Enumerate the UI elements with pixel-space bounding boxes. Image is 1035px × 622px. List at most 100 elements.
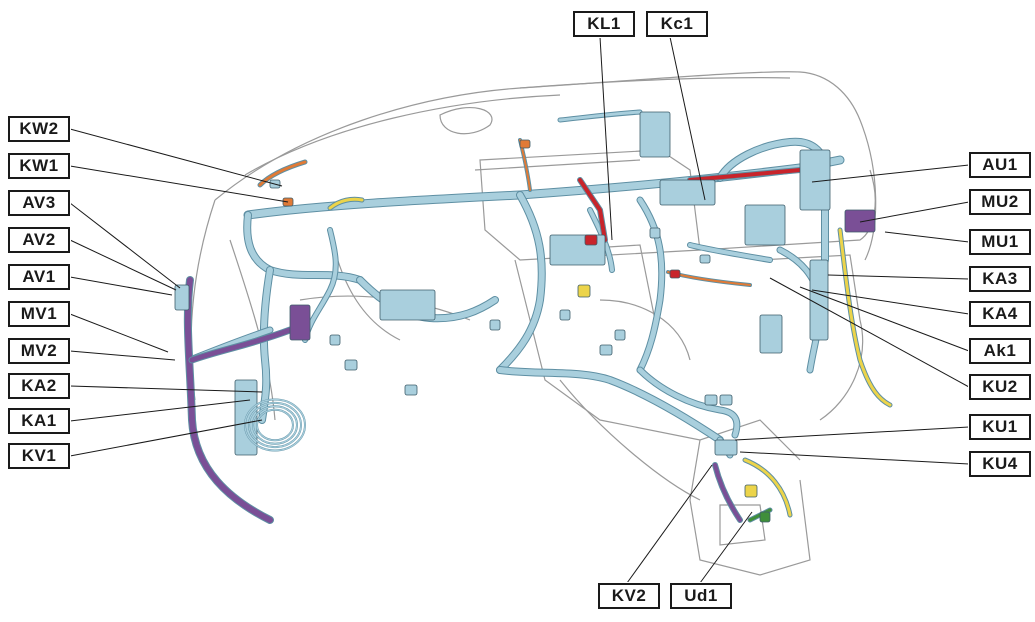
connector-label-au1: AU1 bbox=[968, 151, 1032, 179]
leader-line-kl1 bbox=[599, 36, 613, 241]
wire-19 bbox=[743, 458, 792, 517]
connector-label-ku1: KU1 bbox=[968, 413, 1032, 441]
wire-outline-3 bbox=[243, 211, 364, 284]
wire-23 bbox=[258, 160, 307, 187]
leader-line-ud1 bbox=[699, 511, 753, 584]
wire-harness bbox=[174, 109, 893, 524]
wire-21 bbox=[578, 178, 607, 242]
connector-block-24 bbox=[329, 334, 341, 346]
wire-17 bbox=[189, 327, 293, 363]
connector-block-20 bbox=[599, 344, 613, 356]
connector-block-23 bbox=[344, 359, 358, 371]
connector-block-31 bbox=[714, 439, 738, 456]
wire-10 bbox=[688, 243, 772, 262]
connector-label-ka1: KA1 bbox=[7, 407, 71, 435]
leader-line-kw1 bbox=[69, 165, 289, 203]
connector-block-28 bbox=[704, 394, 718, 406]
leader-line-ak1 bbox=[799, 286, 970, 352]
wire-6 bbox=[637, 197, 665, 373]
leader-line-av3 bbox=[69, 202, 181, 289]
connector-block-2 bbox=[809, 259, 829, 341]
connector-label-ka3: KA3 bbox=[968, 265, 1032, 293]
leader-lines bbox=[69, 36, 970, 584]
leader-line-kv1 bbox=[69, 419, 263, 457]
connector-block-11 bbox=[744, 484, 758, 498]
connector-block-8 bbox=[289, 304, 311, 341]
leader-line-ka2 bbox=[69, 385, 263, 393]
wire-1 bbox=[497, 192, 545, 373]
connector-label-ka2: KA2 bbox=[7, 372, 71, 400]
wire-11 bbox=[637, 367, 740, 438]
connector-label-mu1: MU1 bbox=[968, 228, 1032, 256]
leader-line-ku4 bbox=[739, 451, 970, 465]
connector-block-1 bbox=[799, 149, 831, 211]
leader-line-ku1 bbox=[734, 426, 970, 441]
connector-label-mu2: MU2 bbox=[968, 188, 1032, 216]
connector-block-30 bbox=[844, 209, 876, 233]
connector-label-kv2: KV2 bbox=[597, 582, 661, 610]
leader-line-mu2 bbox=[859, 201, 970, 223]
connector-block-4 bbox=[379, 289, 436, 321]
coil-fill-18 bbox=[256, 409, 294, 441]
connector-block-25 bbox=[559, 309, 571, 321]
connector-label-kc1: Kc1 bbox=[645, 10, 709, 38]
leader-line-mv2 bbox=[69, 350, 176, 361]
leader-line-ku2 bbox=[769, 277, 970, 388]
wire-15 bbox=[558, 110, 642, 122]
wire-13 bbox=[303, 228, 338, 342]
connector-block-15 bbox=[174, 284, 190, 311]
connector-label-ku4: KU4 bbox=[968, 450, 1032, 478]
connector-block-22 bbox=[404, 384, 418, 396]
leader-line-kv2 bbox=[626, 464, 713, 584]
connector-label-kv1: KV1 bbox=[7, 442, 71, 470]
leader-line-av2 bbox=[69, 239, 177, 291]
connector-block-12 bbox=[759, 511, 771, 523]
connector-label-kw1: KW1 bbox=[7, 152, 71, 180]
wire-26 bbox=[328, 197, 364, 210]
leader-line-ka4 bbox=[811, 289, 970, 315]
connector-label-mv1: MV1 bbox=[7, 300, 71, 328]
connector-block-21 bbox=[489, 319, 501, 331]
leader-line-mu1 bbox=[884, 231, 970, 243]
connector-block-6 bbox=[584, 234, 598, 246]
connector-label-mv2: MV2 bbox=[7, 337, 71, 365]
connector-block-29 bbox=[719, 394, 733, 406]
connector-label-ud1: Ud1 bbox=[669, 582, 733, 610]
leader-line-ka1 bbox=[69, 399, 251, 422]
wire-2 bbox=[497, 367, 723, 443]
coil-fill-22 bbox=[252, 405, 298, 445]
connector-label-ak1: Ak1 bbox=[968, 337, 1032, 365]
coil-fill-30 bbox=[244, 398, 306, 452]
connector-block-18 bbox=[519, 139, 531, 149]
connector-block-19 bbox=[699, 254, 711, 264]
leader-line-mv1 bbox=[69, 313, 169, 353]
connector-block-26 bbox=[614, 329, 626, 341]
leader-line-av1 bbox=[69, 276, 173, 296]
leader-line-au1 bbox=[811, 164, 970, 183]
leader-line-kw2 bbox=[69, 128, 283, 187]
connector-label-kw2: KW2 bbox=[7, 115, 71, 143]
connector-label-av1: AV1 bbox=[7, 263, 71, 291]
connector-label-av3: AV3 bbox=[7, 189, 71, 217]
connector-block-10 bbox=[577, 284, 591, 298]
wire-outline-16 bbox=[183, 276, 274, 524]
connector-block-0 bbox=[639, 111, 671, 158]
coiled-cable bbox=[244, 398, 306, 452]
coil-fill-26 bbox=[248, 402, 302, 448]
connector-label-av2: AV2 bbox=[7, 226, 71, 254]
leader-line-ka3 bbox=[827, 274, 970, 280]
connector-block-16 bbox=[744, 204, 786, 246]
wire-22 bbox=[688, 168, 802, 182]
wire-outline-20 bbox=[837, 227, 893, 408]
connector-block-7 bbox=[669, 269, 681, 279]
connector-label-ka4: KA4 bbox=[968, 300, 1032, 328]
wire-20 bbox=[838, 228, 892, 407]
connector-block-27 bbox=[649, 227, 661, 239]
wire-16 bbox=[184, 277, 273, 523]
connector-block-9 bbox=[759, 314, 783, 354]
connector-block-17 bbox=[659, 179, 716, 206]
leader-line-kc1 bbox=[669, 36, 706, 201]
connector-label-kl1: KL1 bbox=[572, 10, 636, 38]
